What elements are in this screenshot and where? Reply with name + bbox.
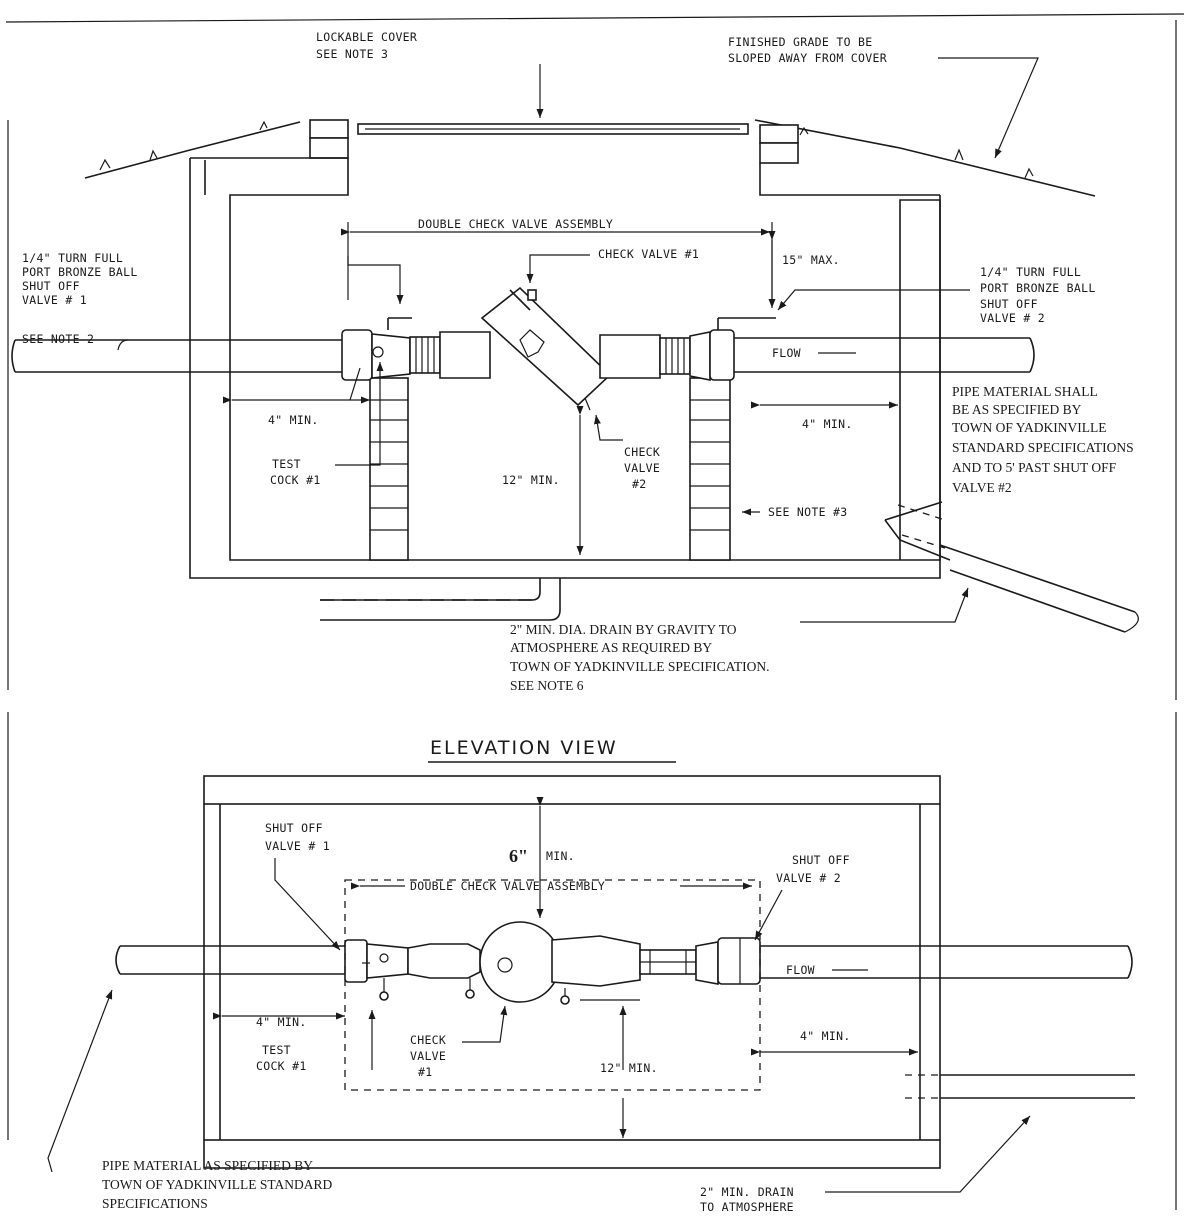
elevation-view-title: ELEVATION VIEW — [430, 737, 618, 759]
plan-supply-pipe — [115, 945, 1135, 1099]
plan-min4-right-label: 4" MIN. — [800, 1029, 851, 1043]
ball-valve-2-line-4: VALVE # 2 — [980, 311, 1045, 325]
see-note-2-label: SEE NOTE 2 — [22, 332, 94, 346]
check-valve-2-line-2: VALVE — [624, 461, 660, 475]
pipe-material-line-1: PIPE MATERIAL SHALL — [952, 384, 1098, 399]
test-cock-line-2: COCK #1 — [270, 473, 321, 487]
flow-label: FLOW — [772, 346, 801, 360]
brick-support-left — [369, 377, 409, 561]
plan-test-cock-line-2: COCK #1 — [256, 1059, 307, 1073]
pipe-material-line-4: STANDARD SPECIFICATIONS — [952, 440, 1134, 455]
ball-valve-1-line-4: VALVE # 1 — [22, 293, 87, 307]
plan-dcva-label: DOUBLE CHECK VALVE ASSEMBLY — [410, 879, 605, 893]
min12-label: 12" MIN. — [502, 473, 560, 487]
plan-check-valve-line-2: VALVE — [410, 1049, 446, 1063]
plan-min12-label: 12" MIN. — [600, 1061, 658, 1075]
plan-flow-label: FLOW — [786, 963, 815, 977]
plan-pipe-material-line-3: SPECIFICATIONS — [102, 1196, 208, 1211]
ball-valve-2-line-3: SHUT OFF — [980, 297, 1038, 311]
plan-6in-suffix: MIN. — [546, 849, 575, 863]
dcva-label: DOUBLE CHECK VALVE ASSEMBLY — [418, 217, 613, 231]
max-15-label: 15" MAX. — [782, 253, 840, 267]
pipe-material-line-2: BE AS SPECIFIED BY — [952, 402, 1082, 417]
plan-test-cock-line-1: TEST — [262, 1043, 291, 1057]
plan-pipe-material-line-1: PIPE MATERIAL AS SPECIFIED BY — [102, 1158, 313, 1173]
lockable-cover-label-1: LOCKABLE COVER — [316, 30, 417, 44]
plan-pipe-material-line-2: TOWN OF YADKINVILLE STANDARD — [102, 1177, 333, 1192]
drain-note-line-1: 2" MIN. DIA. DRAIN BY GRAVITY TO — [510, 622, 737, 637]
plan-check-valve-line-3: #1 — [418, 1065, 432, 1079]
supply-pipe — [11, 337, 1035, 373]
pipe-material-line-3: TOWN OF YADKINVILLE — [952, 420, 1106, 435]
pipe-material-line-6: VALVE #2 — [952, 480, 1012, 495]
ball-valve-1-line-3: SHUT OFF — [22, 279, 80, 293]
plan-6in-label: 6" — [509, 846, 528, 866]
drain-pipe — [320, 501, 1139, 633]
pipe-material-line-5: AND TO 5' PAST SHUT OFF — [952, 460, 1117, 475]
check-valve-1-label: CHECK VALVE #1 — [598, 247, 699, 261]
plan-min4-left-label: 4" MIN. — [256, 1015, 307, 1029]
elevation-view: LOCKABLE COVER SEE NOTE 3 FINISHED GRADE… — [5, 13, 1185, 763]
plan-shutoff-1-line-1: SHUT OFF — [265, 821, 323, 835]
ball-valve-1-line-1: 1/4" TURN FULL — [22, 251, 123, 265]
plan-shutoff-1-line-2: VALVE # 1 — [265, 839, 330, 853]
plan-check-valve-line-1: CHECK — [410, 1033, 446, 1047]
finished-grade-label-2: SLOPED AWAY FROM COVER — [728, 51, 887, 65]
drain-note-line-3: TOWN OF YADKINVILLE SPECIFICATION. — [510, 659, 770, 674]
plan-drain-line-1: 2" MIN. DRAIN — [700, 1185, 794, 1199]
test-cock-line-1: TEST — [272, 457, 301, 471]
brick-support-right — [689, 377, 731, 561]
check-valve-2-line-1: CHECK — [624, 445, 660, 459]
finished-grade-label-1: FINISHED GRADE TO BE — [728, 35, 872, 49]
see-note-3-label: SEE NOTE #3 — [768, 505, 847, 519]
ball-valve-2-line-2: PORT BRONZE BALL — [980, 281, 1096, 295]
min4-left-label: 4" MIN. — [268, 413, 319, 427]
drain-note-line-2: ATMOSPHERE AS REQUIRED BY — [510, 640, 712, 655]
ball-valve-2-line-1: 1/4" TURN FULL — [980, 265, 1081, 279]
valve-assembly — [341, 286, 776, 411]
plan-shutoff-2-line-1: SHUT OFF — [792, 853, 850, 867]
drain-note-line-4: SEE NOTE 6 — [510, 678, 584, 693]
lockable-cover-label-2: SEE NOTE 3 — [316, 47, 388, 61]
min4-right-label: 4" MIN. — [802, 417, 853, 431]
check-valve-2-line-3: #2 — [632, 477, 646, 491]
plan-valve-assembly — [344, 921, 761, 1005]
plan-view: SHUT OFF VALVE # 1 6" MIN. SHUT OFF VALV… — [7, 712, 1177, 1214]
ball-valve-1-line-2: PORT BRONZE BALL — [22, 265, 138, 279]
plan-drain-line-2: TO ATMOSPHERE — [700, 1200, 794, 1214]
plan-shutoff-2-line-2: VALVE # 2 — [776, 871, 841, 885]
